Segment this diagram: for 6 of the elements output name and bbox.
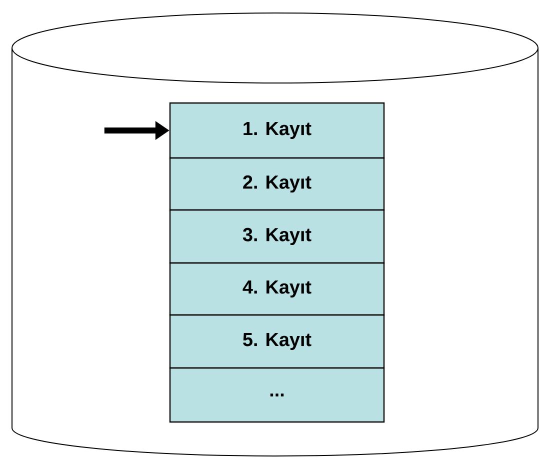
record-box: 2. Kayıt: [169, 157, 385, 211]
record-box: ...: [169, 367, 385, 423]
record-box: 4. Kayıt: [169, 262, 385, 316]
record-box: 5. Kayıt: [169, 314, 385, 369]
record-box: 1. Kayıt: [169, 102, 385, 159]
record-box: 3. Kayıt: [169, 209, 385, 264]
